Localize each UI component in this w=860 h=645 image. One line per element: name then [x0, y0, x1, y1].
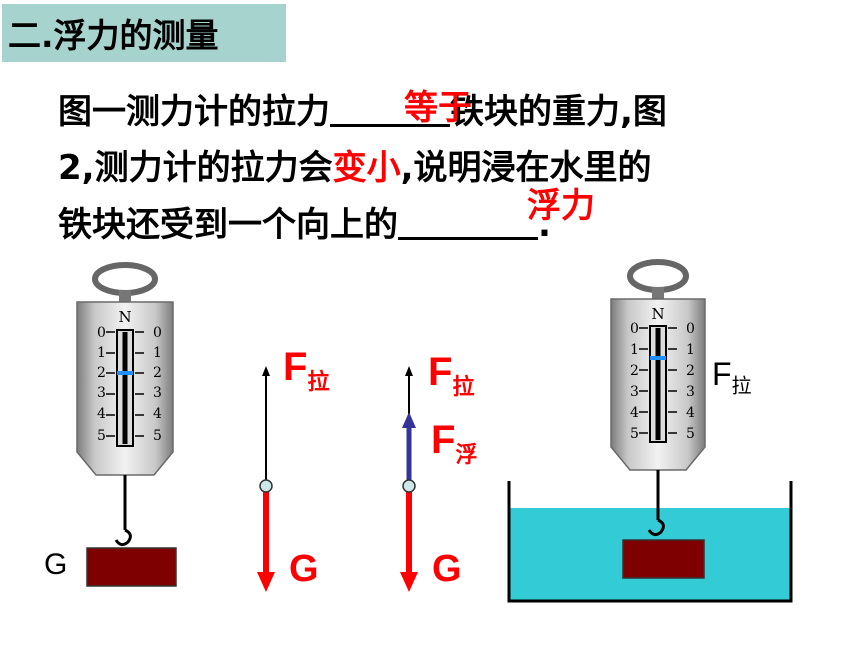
svg-text:4: 4 [686, 405, 695, 421]
gravity-arrow-head [400, 572, 418, 592]
svg-text:1: 1 [686, 342, 695, 358]
scale-unit: N [651, 305, 664, 323]
iron-block-left [86, 547, 177, 587]
label-gravity-1: G [289, 548, 319, 590]
svg-text:0: 0 [686, 321, 695, 337]
answer-blank-1 [330, 92, 450, 127]
svg-text:3: 3 [630, 384, 639, 400]
svg-text:5: 5 [630, 426, 639, 442]
question-text: 铁块还受到一个向上的 [58, 205, 398, 245]
buoyancy-arrow-head [402, 412, 416, 428]
label-g-left: G [44, 548, 68, 581]
question-line-1: 图一测力计的拉力 铁块的重力,图 [58, 92, 667, 132]
svg-text:4: 4 [630, 405, 639, 421]
svg-text:5: 5 [153, 428, 162, 444]
label-f-pull-1: F拉 [283, 345, 330, 395]
iron-block-submerged [622, 539, 705, 579]
scale-ring [627, 259, 689, 293]
scale-ticks-right: 0 1 2 3 4 5 0 1 2 3 4 5 [630, 321, 695, 442]
svg-text:4: 4 [97, 406, 106, 422]
label-f-buoyancy: F浮 [431, 418, 478, 468]
question-text: ,说明浸在水里的 [400, 148, 652, 188]
gravity-arrow-head [257, 572, 275, 592]
scale-unit: N [118, 308, 131, 326]
svg-text:0: 0 [97, 325, 106, 341]
spring-scale-right: N 0 1 2 3 4 5 0 1 2 3 4 5 [610, 259, 706, 537]
question-text: 铁块的重力,图 [450, 92, 667, 132]
svg-text:3: 3 [686, 384, 695, 400]
svg-text:0: 0 [630, 321, 639, 337]
svg-text:2: 2 [97, 365, 106, 381]
scale-ring [92, 262, 158, 296]
svg-text:4: 4 [153, 406, 162, 422]
question-line-2: 2,测力计的拉力会变小,说明浸在水里的 [58, 148, 652, 188]
arrow-up-head [405, 366, 413, 376]
answer-blank-2 [398, 205, 538, 240]
scale-hook [647, 518, 665, 537]
question-text: 图一测力计的拉力 [58, 92, 330, 132]
scale-hook [114, 528, 132, 547]
force-diagram-2 [400, 366, 418, 592]
question-line-3: 铁块还受到一个向上的. [58, 205, 551, 245]
force-diagram-1 [257, 366, 275, 592]
beaker [507, 481, 793, 603]
label-f-pull-right: F拉 [712, 356, 752, 398]
scale-ticks-left: 0 1 2 3 4 5 0 1 2 3 4 5 [97, 325, 162, 444]
svg-text:3: 3 [97, 385, 106, 401]
label-f-pull-2: F拉 [428, 350, 475, 400]
svg-text:2: 2 [153, 365, 162, 381]
svg-text:5: 5 [686, 426, 695, 442]
section-title: 二.浮力的测量 [8, 16, 219, 55]
force-origin-dot [259, 479, 273, 493]
force-origin-dot [402, 479, 416, 493]
spring-scale-left: N 0 1 2 3 4 5 0 1 2 3 4 5 [76, 262, 174, 547]
arrow-up-head [262, 366, 270, 376]
svg-text:5: 5 [97, 428, 106, 444]
svg-text:3: 3 [153, 385, 162, 401]
section-title-box: 二.浮力的测量 [2, 4, 286, 62]
answer-highlight: 变小 [332, 148, 401, 188]
answer-1: 等于 [404, 88, 472, 128]
svg-text:2: 2 [630, 363, 639, 379]
svg-text:1: 1 [153, 345, 162, 361]
svg-text:2: 2 [686, 363, 695, 379]
svg-text:1: 1 [630, 342, 639, 358]
question-text: . [538, 205, 551, 245]
svg-text:0: 0 [153, 325, 162, 341]
question-text: 2,测力计的拉力会 [58, 148, 333, 188]
label-gravity-2: G [432, 548, 462, 590]
svg-text:1: 1 [97, 345, 106, 361]
answer-2: 浮力 [527, 186, 595, 226]
